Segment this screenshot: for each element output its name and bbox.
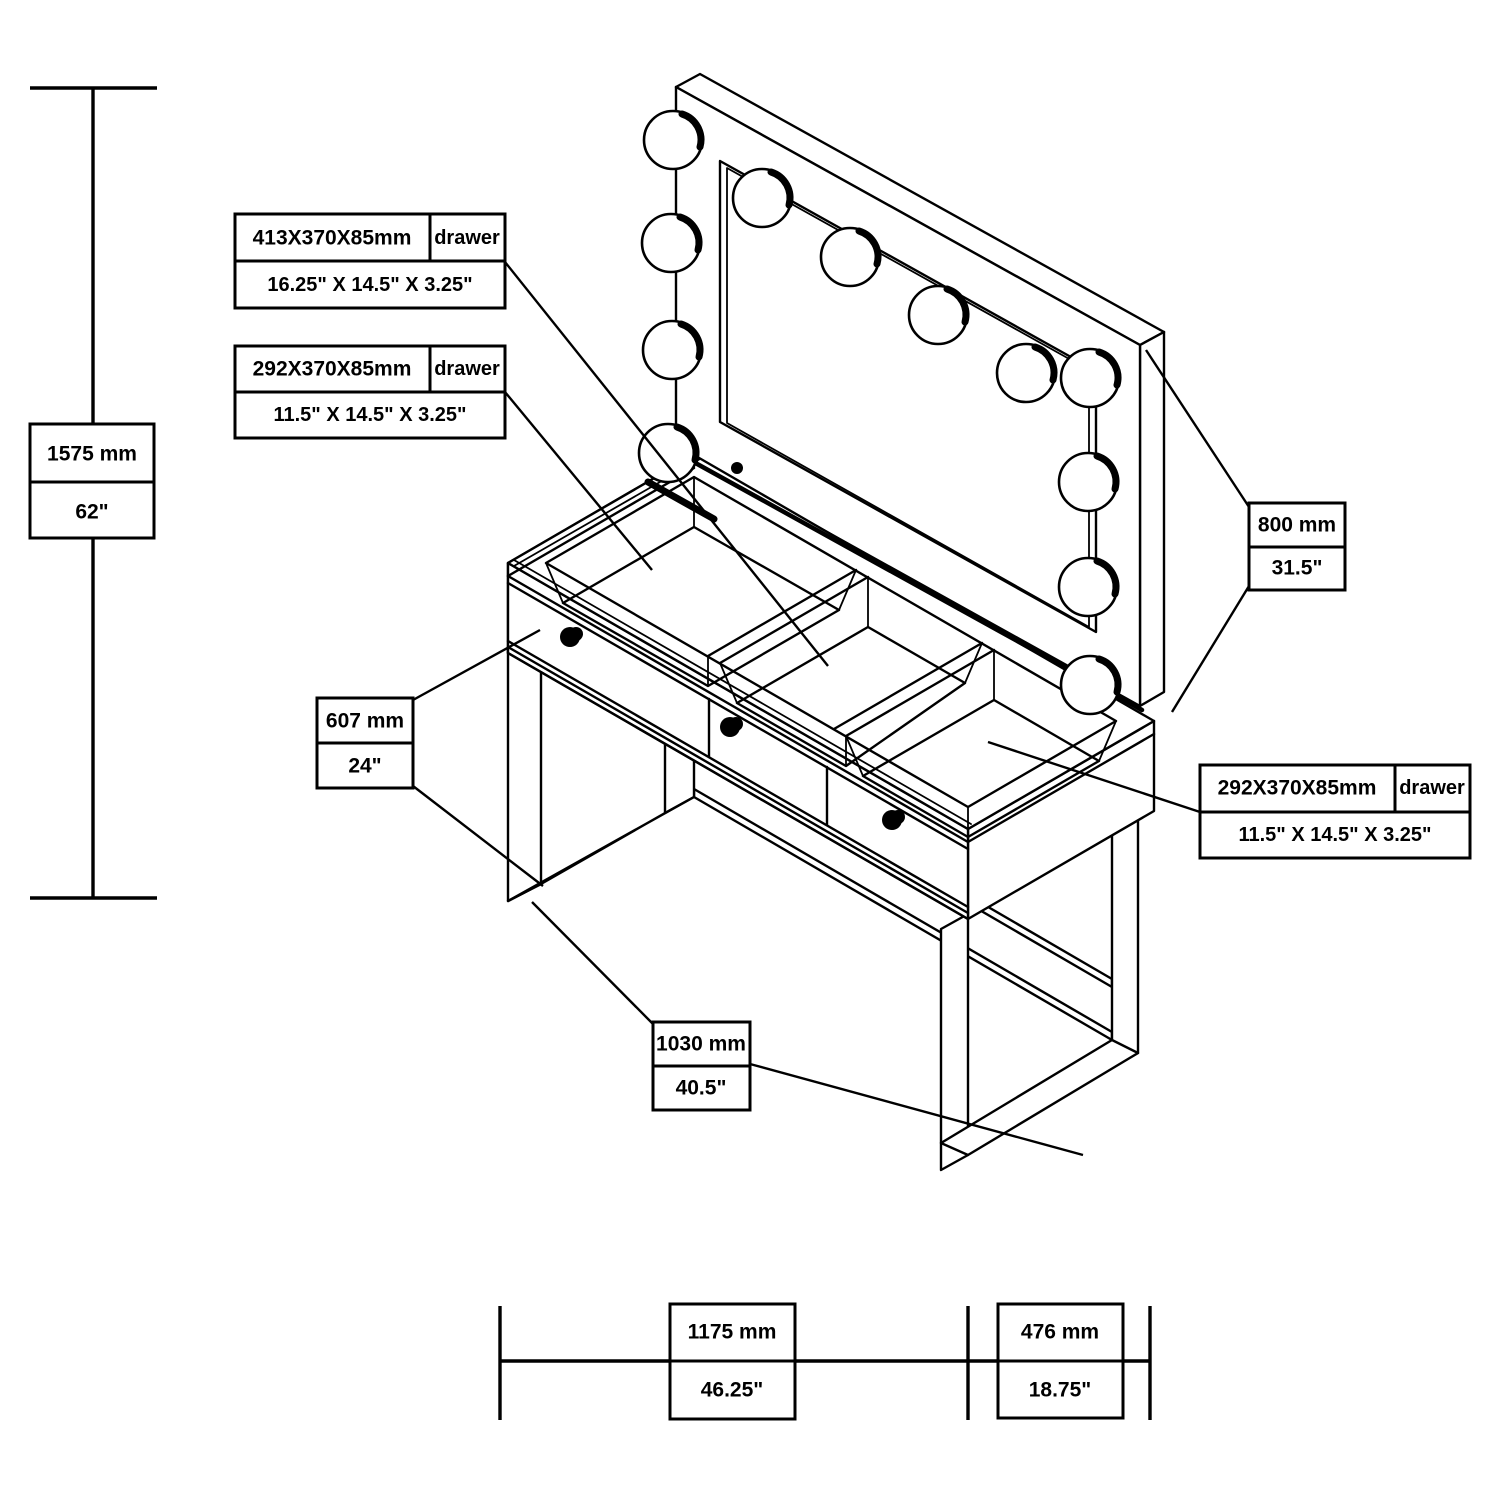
drawer-small-top-inch: 11.5" X 14.5" X 3.25" (273, 404, 466, 426)
mirror-glass (718, 159, 1098, 634)
light-bulb-icon (643, 321, 701, 379)
light-bulb-icon (1059, 453, 1117, 511)
leader-lines (412, 261, 1251, 1157)
drawer-small-right-inch: 11.5" X 14.5" X 3.25" (1238, 824, 1431, 846)
overall-height-mm: 1575 mm (47, 443, 137, 466)
light-bulb-icon (644, 111, 702, 169)
label-table-depth: 607 mm 24" (315, 696, 415, 790)
base-width-inch: 40.5" (676, 1077, 727, 1100)
light-bulb-icon (1061, 349, 1119, 407)
left-front-leg (506, 629, 543, 903)
drawer-knobs (560, 627, 905, 830)
light-bulb-icon (1059, 558, 1117, 616)
drawer-large-mm: 413X370X85mm (253, 227, 412, 250)
right-back-leg (1110, 816, 1140, 1070)
mirror-frame (674, 72, 1166, 708)
leader-mirror-height-bottom (1170, 585, 1251, 713)
light-bulb-icon (639, 424, 697, 482)
light-bulb-icon (1061, 656, 1119, 714)
left-floor-rail (506, 795, 696, 903)
label-drawer-large: 413X370X85mm drawer 16.25" X 14.5" X 3.2… (233, 212, 507, 310)
label-tabletop-width: 1175 mm 46.25" (668, 1302, 797, 1421)
table-depth-mm: 607 mm (326, 710, 404, 733)
labels: 1575 mm 62" 413X370X85mm drawer 16.25" X… (28, 212, 1472, 1421)
drawer-small-top-mm: 292X370X85mm (253, 358, 412, 381)
label-drawer-small-top: 292X370X85mm drawer 11.5" X 14.5" X 3.25… (233, 344, 507, 440)
tabletop-width-inch: 46.25" (701, 1379, 764, 1402)
drawer-knob (720, 717, 743, 737)
mirror-height-mm: 800 mm (1258, 514, 1336, 537)
mirror-height-inch: 31.5" (1272, 557, 1323, 580)
light-bulb-icon (909, 286, 967, 344)
leader-mirror-height-top (1144, 349, 1251, 508)
light-bulb-icon (821, 228, 879, 286)
leader-table-depth-top (412, 628, 541, 702)
mirror-dot (731, 462, 743, 474)
tabletop-width-mm: 1175 mm (688, 1321, 777, 1344)
label-base-width: 1030 mm 40.5" (651, 1020, 752, 1112)
leader-drawer-small-right (987, 740, 1201, 814)
overall-height-inch: 62" (75, 501, 108, 524)
drawer-small-right-mm: 292X370X85mm (1218, 777, 1377, 800)
label-side-depth: 476 mm 18.75" (996, 1302, 1125, 1420)
side-depth-mm: 476 mm (1021, 1321, 1099, 1344)
leader-base-width-right (749, 1062, 1084, 1157)
drawer-large-name: drawer (434, 227, 500, 249)
label-drawer-small-right: 292X370X85mm drawer 11.5" X 14.5" X 3.25… (1198, 763, 1472, 860)
leader-drawer-large (504, 261, 829, 667)
leader-base-width-left (531, 901, 654, 1025)
drawer-large-inch: 16.25" X 14.5" X 3.25" (267, 274, 472, 296)
light-bulb-icon (997, 344, 1055, 402)
light-bulb-icon (733, 169, 791, 227)
leader-table-depth-bottom (412, 785, 544, 887)
base-width-mm: 1030 mm (656, 1033, 746, 1056)
label-overall-height: 1575 mm 62" (28, 422, 156, 540)
label-mirror-height: 800 mm 31.5" (1247, 501, 1347, 592)
drawer-small-right-name: drawer (1399, 777, 1465, 799)
table-depth-inch: 24" (348, 755, 381, 778)
drawer-small-top-name: drawer (434, 358, 500, 380)
side-depth-inch: 18.75" (1029, 1379, 1092, 1402)
leader-drawer-small-top (504, 391, 653, 571)
light-bulb-icon (642, 214, 700, 272)
drawer-knob (560, 627, 583, 647)
right-floor-rail (939, 1038, 1140, 1157)
drawer-knob (882, 810, 905, 830)
